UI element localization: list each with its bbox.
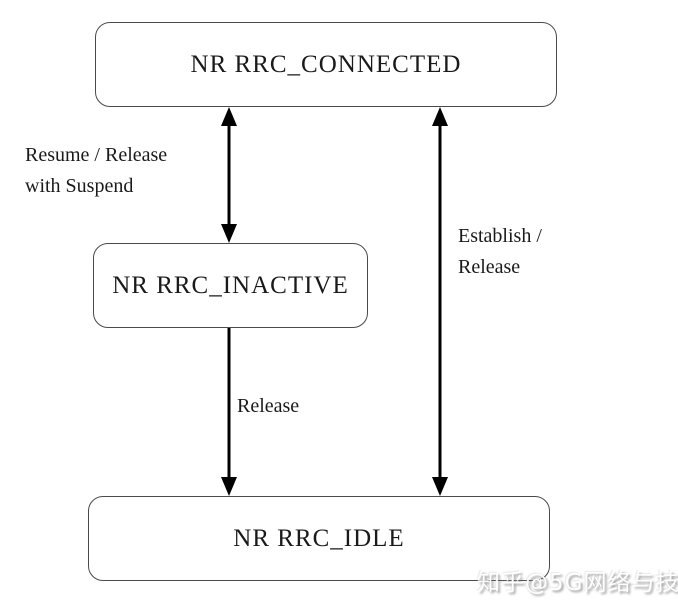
state-box-connected: NR RRC_CONNECTED — [95, 22, 557, 107]
transition-label-resume-release-with-suspend: Resume / Release with Suspend — [25, 140, 167, 202]
state-box-idle: NR RRC_IDLE — [88, 496, 550, 581]
state-label-inactive: NR RRC_INACTIVE — [112, 271, 349, 299]
arrow-connected-inactive-icon — [221, 107, 237, 243]
state-label-idle: NR RRC_IDLE — [233, 524, 405, 552]
transition-label-line: Establish / — [458, 225, 542, 247]
zhihu-watermark: 知乎@5G网络与技术 — [477, 570, 678, 596]
transition-label-line: with Suspend — [25, 175, 134, 197]
transition-label-line: Resume / Release — [25, 144, 168, 166]
transition-label-release: Release — [237, 391, 299, 422]
state-label-connected: NR RRC_CONNECTED — [190, 50, 462, 78]
arrow-connected-idle-icon — [432, 107, 448, 496]
transition-label-establish-release: Establish / Release — [458, 221, 542, 283]
transition-label-line: Release — [458, 256, 521, 278]
arrow-inactive-idle-icon — [221, 328, 237, 496]
transition-label-line: Release — [237, 395, 300, 417]
state-box-inactive: NR RRC_INACTIVE — [93, 243, 368, 328]
